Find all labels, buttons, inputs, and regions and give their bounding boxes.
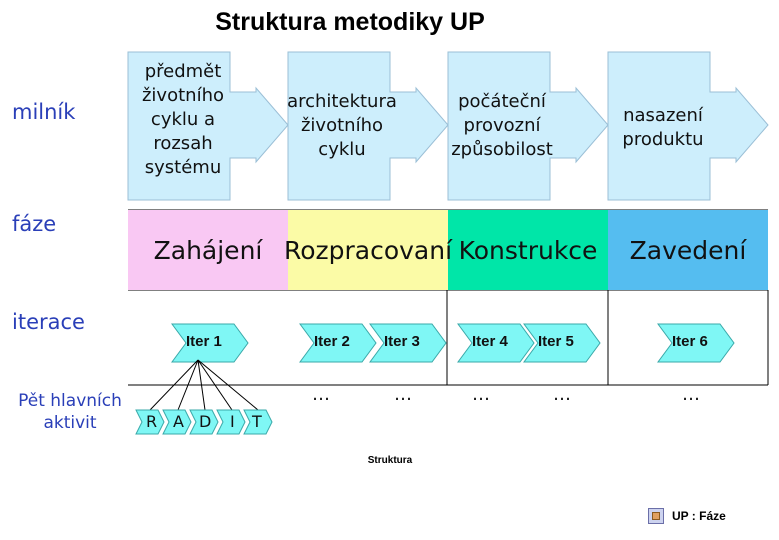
iteration-chevron-6 <box>657 323 735 363</box>
milestone-4-line: produktu <box>622 129 704 150</box>
connector-r <box>149 359 199 411</box>
ellipsis-iter-3: … <box>394 384 414 405</box>
iteration-chevron-2 <box>299 323 377 363</box>
activity-connectors <box>149 359 259 411</box>
footer-link[interactable]: UP : Fáze <box>648 508 726 524</box>
activity-chevrons <box>135 409 273 435</box>
milestone-2-line: životního <box>300 115 383 136</box>
milestone-4-text: nasazení produktu <box>607 104 719 152</box>
iteration-chevron-4 <box>457 323 535 363</box>
milestone-1-line: cyklu a <box>150 109 216 130</box>
phase-bg-3 <box>448 210 608 290</box>
phase-zahajeni: Zahájení <box>153 235 263 265</box>
milestone-1-line: systému <box>144 157 222 178</box>
milestone-4-line: nasazení <box>623 105 703 126</box>
iteration-2-label: Iter 2 <box>314 333 350 350</box>
milestone-3-line: počáteční <box>458 91 546 112</box>
iteration-3-label: Iter 3 <box>384 333 420 350</box>
milestone-arrow-2 <box>287 51 449 201</box>
row-label-activities-line2: aktivit <box>43 413 97 433</box>
ellipsis-iter-2: … <box>312 384 332 405</box>
milestone-1-text: předmět životního cyklu a rozsah systému <box>128 60 238 180</box>
milestone-1-line: předmět <box>144 61 222 82</box>
row-label-iteration: iterace <box>12 310 85 334</box>
activity-chevron-d <box>189 409 219 435</box>
activity-chevron-r <box>135 409 165 435</box>
milestone-2-text: architektura životního cyklu <box>286 90 398 162</box>
iteration-chevron-1 <box>171 323 249 363</box>
connector-a <box>177 359 199 411</box>
figure-caption: Struktura <box>367 455 413 466</box>
phase-zavedeni: Zavedení <box>629 235 747 265</box>
phase-bg-2 <box>288 210 448 290</box>
milestone-arrow-4 <box>607 51 769 201</box>
ellipsis-iter-4: … <box>472 384 492 405</box>
activity-chevron-i <box>216 409 246 435</box>
phase-bg-1 <box>128 210 288 290</box>
row-label-activities: Pět hlavních aktivit <box>12 390 128 434</box>
phase-konstrukce: Konstrukce <box>458 235 598 265</box>
milestone-arrow-3 <box>447 51 609 201</box>
activity-t-label: T <box>252 412 262 431</box>
ellipsis-iter-5: … <box>553 384 573 405</box>
milestone-3-text: počáteční provozní způsobilost <box>446 90 558 162</box>
activity-r-label: R <box>146 412 158 431</box>
activity-d-label: D <box>199 412 212 431</box>
activity-a-label: A <box>173 412 184 431</box>
diagram-title: Struktura metodiky UP <box>215 8 485 36</box>
iteration-chevrons <box>171 323 735 363</box>
ellipsis-iter-6: … <box>682 384 702 405</box>
activity-chevron-a <box>162 409 192 435</box>
milestone-arrows <box>127 51 769 201</box>
iteration-1-label: Iter 1 <box>186 333 222 350</box>
footer-label: UP : Fáze <box>672 509 726 523</box>
milestone-3-line: provozní <box>463 115 541 136</box>
row-label-milestone: milník <box>12 100 76 124</box>
milestone-1-line: životního <box>141 85 224 106</box>
phase-bg-4 <box>608 210 768 290</box>
row-label-phase: fáze <box>12 212 57 236</box>
milestone-2-line: architektura <box>287 91 397 112</box>
milestone-arrow-1 <box>127 51 289 201</box>
phase-backgrounds <box>128 210 768 290</box>
iteration-4-label: Iter 4 <box>472 333 508 350</box>
iteration-6-label: Iter 6 <box>672 333 708 350</box>
iteration-chevron-3 <box>369 323 447 363</box>
diagram-icon <box>648 508 664 524</box>
milestone-3-line: způsobilost <box>451 139 553 160</box>
iteration-chevron-5 <box>523 323 601 363</box>
phase-rozpracovani: Rozpracovaní <box>283 235 453 265</box>
activity-chevron-t <box>243 409 273 435</box>
row-label-activities-line1: Pět hlavních <box>18 391 122 411</box>
connector-i <box>197 359 233 411</box>
milestone-1-line: rozsah <box>153 133 213 154</box>
milestone-2-line: cyklu <box>318 139 366 160</box>
connector-t <box>197 359 259 411</box>
activity-i-label: I <box>230 412 235 431</box>
iteration-5-label: Iter 5 <box>538 333 574 350</box>
connector-d <box>197 359 206 411</box>
